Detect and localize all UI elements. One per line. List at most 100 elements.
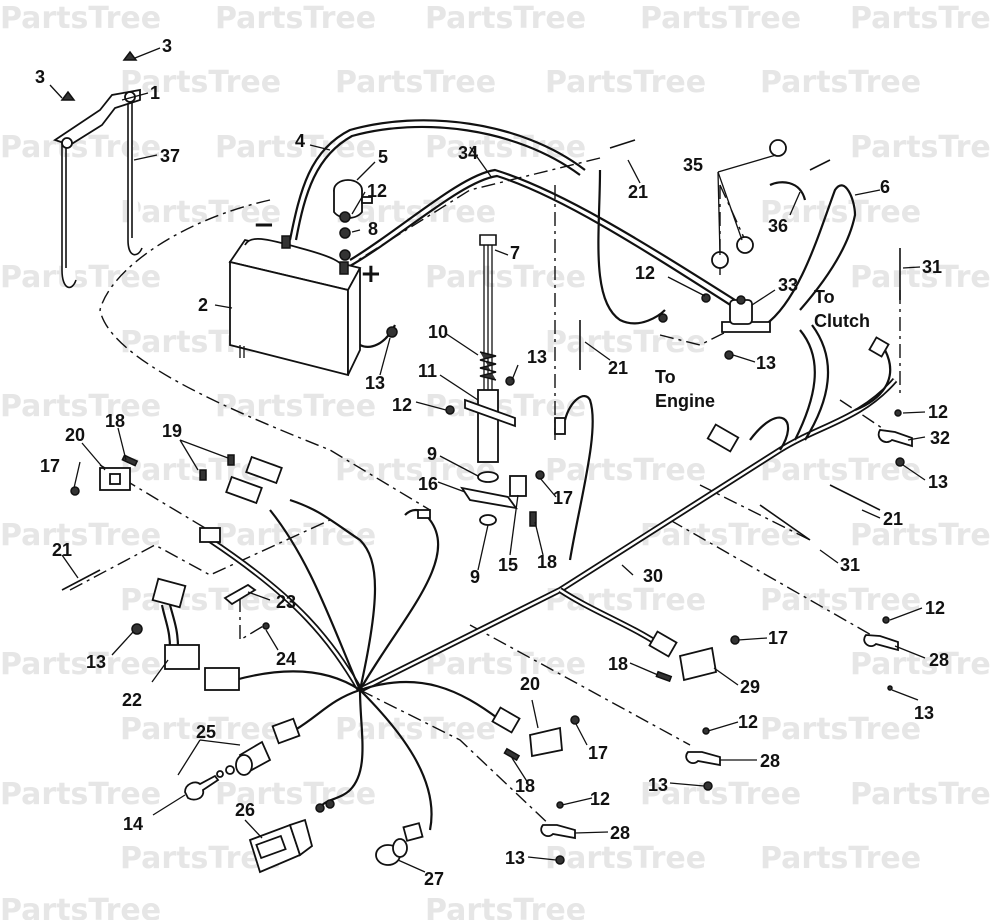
watermark: PartsTree [0, 777, 161, 812]
callout-12: 12 [925, 598, 945, 618]
callout-22: 22 [122, 690, 142, 710]
watermark: PartsTree [335, 65, 496, 100]
switch-29 [648, 630, 740, 683]
callout-17: 17 [553, 488, 573, 508]
watermark: PartsTree [425, 893, 586, 920]
engine-connector [706, 423, 740, 453]
callout-13: 13 [505, 848, 525, 868]
watermark: PartsTree [215, 1, 376, 36]
battery [228, 235, 362, 377]
callout-14: 14 [123, 814, 143, 834]
watermark: PartsTree [545, 325, 706, 360]
watermark: PartsTree [760, 712, 921, 747]
leader-lines [49, 47, 926, 873]
callout-11: 11 [418, 361, 437, 381]
callout-30: 30 [643, 566, 663, 586]
callout-21: 21 [52, 540, 72, 560]
hour-meter [248, 799, 335, 874]
callout-31: 31 [840, 555, 860, 575]
cable-tie [609, 139, 636, 149]
watermark: PartsTree [760, 583, 921, 618]
clamp-23 [223, 583, 270, 630]
watermark: PartsTree [335, 453, 496, 488]
watermark: PartsTree [215, 389, 376, 424]
screw [445, 405, 455, 415]
callout-29: 29 [740, 677, 760, 697]
watermark: PartsTree [760, 65, 921, 100]
callout-21: 21 [628, 182, 648, 202]
note-to-clutch: Clutch [814, 311, 870, 331]
watermark: PartsTree [0, 518, 161, 553]
switch-20-bottom [491, 706, 580, 762]
callout-1: 1 [150, 83, 160, 103]
callout-12: 12 [928, 402, 948, 422]
wires [208, 119, 898, 831]
callout-16: 16 [418, 474, 438, 494]
callout-12: 12 [590, 789, 610, 809]
callout-17: 17 [588, 743, 608, 763]
terminal-boot [333, 179, 373, 261]
callout-10: 10 [428, 322, 448, 342]
callout-17: 17 [768, 628, 788, 648]
watermark: PartsTree [0, 389, 161, 424]
callout-20: 20 [65, 425, 85, 445]
terminal [658, 313, 668, 323]
watermark: PartsTree [760, 453, 921, 488]
watermark: PartsTree [850, 518, 991, 553]
callout-34: 34 [458, 143, 478, 163]
callout-36: 36 [768, 216, 788, 236]
watermark: PartsTree [0, 260, 161, 295]
watermark: PartsTree [850, 130, 991, 165]
cable-tie [759, 504, 811, 541]
watermark: PartsTree [120, 65, 281, 100]
harness-connector [417, 509, 431, 519]
connector-19 [199, 454, 283, 505]
callout-13: 13 [527, 347, 547, 367]
callout-21: 21 [608, 358, 628, 378]
callout-23: 23 [276, 592, 296, 612]
watermark: PartsTree [215, 130, 376, 165]
watermark: PartsTree [545, 841, 706, 876]
callout-13: 13 [86, 652, 106, 672]
callout-18: 18 [515, 776, 535, 796]
callout-37: 37 [160, 146, 180, 166]
callout-7: 7 [510, 243, 520, 263]
watermark: PartsTree [850, 1, 991, 36]
watermark: PartsTree [640, 777, 801, 812]
callout-13: 13 [365, 373, 385, 393]
callout-19: 19 [162, 421, 182, 441]
callout-17: 17 [40, 456, 60, 476]
watermark: PartsTree [640, 1, 801, 36]
note-to-engine: To [655, 367, 676, 387]
callout-20: 20 [520, 674, 540, 694]
callout-31: 31 [922, 257, 942, 277]
callout-13: 13 [756, 353, 776, 373]
watermark: PartsTree [545, 453, 706, 488]
clutch-connector [868, 336, 890, 358]
note-to-engine: Engine [655, 391, 715, 411]
cable-tie [809, 159, 831, 171]
watermark: PartsTree [850, 647, 991, 682]
starter-solenoid [711, 139, 807, 333]
callout-9: 9 [427, 444, 437, 464]
watermark: PartsTree [545, 583, 706, 618]
cable-tie [829, 484, 881, 511]
watermark: PartsTree [760, 195, 921, 230]
ignition-switch [184, 717, 301, 801]
callout-15: 15 [498, 555, 518, 575]
watermark: PartsTree [0, 1, 161, 36]
callout-24: 24 [276, 649, 296, 669]
callout-13: 13 [914, 703, 934, 723]
callout-25: 25 [196, 722, 216, 742]
callout-4: 4 [295, 131, 305, 151]
callouts: 1 2 3 3 4 5 6 7 8 9 9 10 11 12 12 12 12 … [35, 36, 950, 889]
watermark: PartsTree [425, 130, 586, 165]
callout-28: 28 [610, 823, 630, 843]
watermark: PartsTree [425, 647, 586, 682]
callout-12: 12 [738, 712, 758, 732]
watermark: PartsTree [425, 1, 586, 36]
watermark: PartsTree [120, 712, 281, 747]
cable-tie [61, 569, 101, 591]
indicator-light [375, 822, 424, 866]
